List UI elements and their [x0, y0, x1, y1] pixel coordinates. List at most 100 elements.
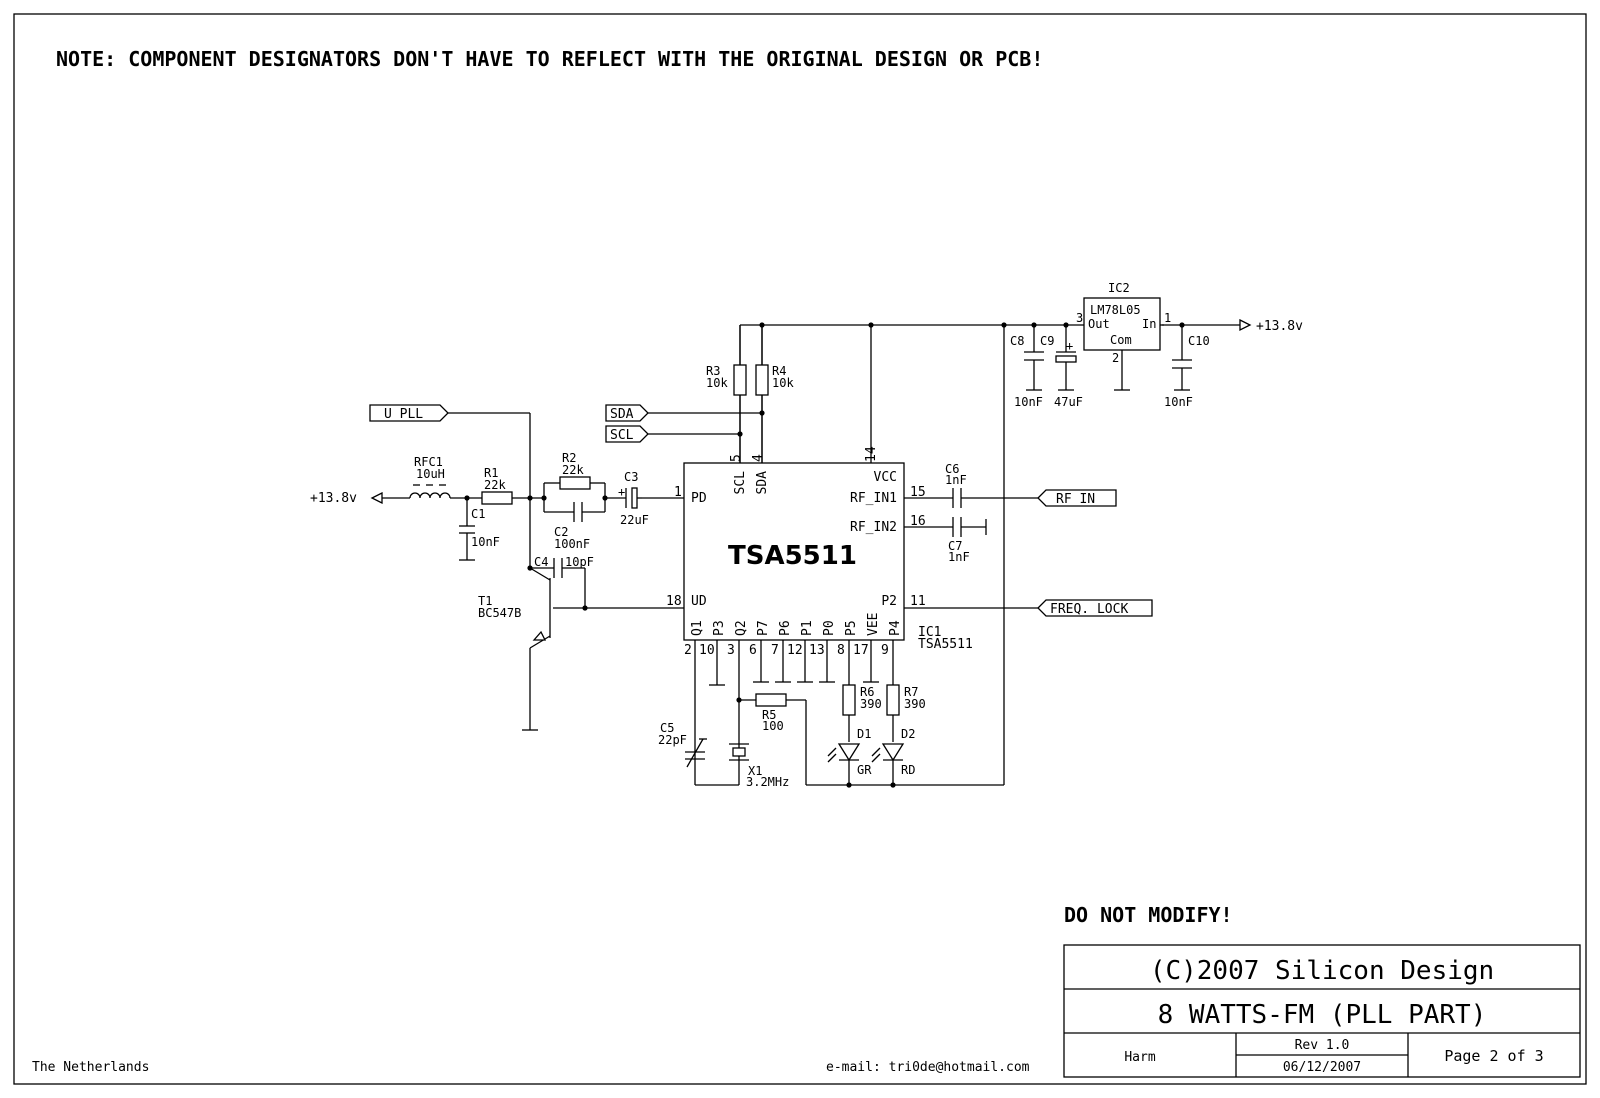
- d2-light: [871, 747, 881, 757]
- ic1-pinnum-p3: 10: [699, 643, 715, 658]
- ic1-tsa5511: TSA5511 IC1 TSA5511 PD UD VCC RF_IN1 RF_…: [666, 446, 973, 658]
- ic1-pinnum-p2: 11: [910, 594, 926, 609]
- r7-resistor: [886, 684, 900, 716]
- supply-label-left: +13.8v: [310, 491, 357, 506]
- junction-dot: [846, 782, 852, 788]
- c9-polarity: +: [1066, 339, 1073, 353]
- junction-dot: [527, 495, 533, 501]
- c2-value: 100nF: [554, 537, 590, 551]
- title-author: Harm: [1124, 1050, 1155, 1065]
- ic1-pin-rf-in1: RF_IN1: [850, 491, 897, 506]
- do-not-modify: DO NOT MODIFY!: [1064, 903, 1233, 927]
- junction-dot: [1001, 322, 1007, 328]
- ic1-pin-p3: P3: [712, 620, 727, 636]
- title-block: (C)2007 Silicon Design 8 WATTS-FM (PLL P…: [1063, 944, 1581, 1078]
- d1-led: [827, 743, 861, 763]
- supply-label-right: +13.8v: [1256, 319, 1303, 334]
- c8-value: 10nF: [1014, 395, 1043, 409]
- port-rf-in-label: RF_IN: [1056, 492, 1095, 507]
- d2-body: [881, 743, 905, 762]
- ic1-pinnum-ud: 18: [666, 594, 682, 609]
- c5-value: 22pF: [658, 733, 687, 747]
- c6-value: 1nF: [945, 473, 967, 487]
- c1-ref: C1: [471, 507, 485, 521]
- ic1-name: TSA5511: [728, 541, 857, 571]
- ic1-pin-vcc: VCC: [874, 470, 897, 485]
- ic1-pin-p4: P4: [888, 620, 903, 636]
- junction-dot: [1179, 322, 1185, 328]
- ic1-pin-p7: P7: [756, 620, 771, 636]
- t1-emitter-arrow: [532, 630, 547, 641]
- ic1-designator: IC1: [918, 625, 941, 640]
- r5-value: 100: [762, 719, 784, 733]
- d2-led: [871, 743, 905, 763]
- ic1-pin-p0: P0: [822, 620, 837, 636]
- c3-ref: C3: [624, 470, 638, 484]
- ic2-pin-out: Out: [1088, 317, 1110, 331]
- r1-resistor: [481, 491, 513, 505]
- r6-value: 390: [860, 697, 882, 711]
- junction-dot: [1063, 322, 1069, 328]
- junction-dot: [868, 322, 874, 328]
- d1-light: [827, 753, 837, 763]
- ic1-pin-sda: SDA: [755, 471, 770, 495]
- ic1-pinnum-p7: 6: [749, 643, 757, 658]
- r6-ref: R6: [860, 685, 874, 699]
- d1-light: [827, 747, 837, 757]
- ic1-pinnum-scl: 5: [729, 454, 744, 462]
- supply-arrow-right: [1239, 318, 1252, 332]
- ic2-pinnum-in: 1: [1164, 311, 1171, 325]
- c4-value: 10pF: [565, 555, 594, 569]
- d1-body: [837, 743, 861, 762]
- ic1-pinnum-p6: 7: [771, 643, 779, 658]
- ic2-pinnum-out: 3: [1076, 311, 1083, 325]
- junction-dot: [890, 782, 896, 788]
- x1-ref: X1: [748, 764, 762, 778]
- ic1-pin-p1: P1: [800, 620, 815, 636]
- r4-ref: R4: [772, 364, 786, 378]
- c10-value: 10nF: [1164, 395, 1193, 409]
- x1-value: 3.2MHz: [746, 775, 789, 789]
- r1-value: 22k: [484, 478, 506, 492]
- c5-ref: C5: [660, 721, 674, 735]
- junction-dot: [736, 697, 742, 703]
- port-scl: [605, 425, 649, 443]
- r7-value: 390: [904, 697, 926, 711]
- ic1-pin-pd: PD: [691, 491, 707, 506]
- port-sda: [605, 404, 649, 422]
- ic2-designator: IC2: [1108, 281, 1130, 295]
- d2-value: RD: [901, 763, 915, 777]
- title-revision: Rev 1.0: [1295, 1038, 1350, 1053]
- c2-ref: C2: [554, 525, 568, 539]
- c9-ref: C9: [1040, 334, 1054, 348]
- ic1-pinnum-p1: 12: [787, 643, 803, 658]
- port-sda-label: SDA: [610, 407, 634, 422]
- ic2-pinnum-com: 2: [1112, 351, 1119, 365]
- r3-value: 10k: [706, 376, 728, 390]
- ic1-pin-vee: VEE: [866, 613, 881, 636]
- junction-dot: [759, 322, 765, 328]
- title-page: Page 2 of 3: [1444, 1047, 1543, 1065]
- ic2-regulator: IC2 LM78L05 Out In Com 3 1 2: [1076, 281, 1171, 365]
- t1-transistor: [532, 578, 551, 641]
- c9-value: 47uF: [1054, 395, 1083, 409]
- sheet-border: [13, 13, 1587, 1085]
- ic1-pin-rf-in2: RF_IN2: [850, 520, 897, 535]
- ic1-pinnum-p5: 8: [837, 643, 845, 658]
- ic1-pin-q1: Q1: [690, 620, 705, 636]
- junction-dot: [541, 495, 547, 501]
- ic1-pinnum-rf-in1: 15: [910, 485, 926, 500]
- port-u-pll: [369, 404, 449, 422]
- title-date: 06/12/2007: [1283, 1060, 1361, 1075]
- ic2-body: [1083, 297, 1161, 351]
- c1-value: 10nF: [471, 535, 500, 549]
- supply-arrow-left: [370, 491, 383, 505]
- ic1-pin-p2: P2: [881, 594, 897, 609]
- ic1-pin-scl: SCL: [733, 471, 748, 495]
- c3-polarity: +: [618, 485, 625, 499]
- location-text: The Netherlands: [32, 1060, 149, 1075]
- ic2-name: LM78L05: [1090, 303, 1141, 317]
- ic1-pin-ud: UD: [691, 594, 707, 609]
- ic2-pin-in: In: [1142, 317, 1156, 331]
